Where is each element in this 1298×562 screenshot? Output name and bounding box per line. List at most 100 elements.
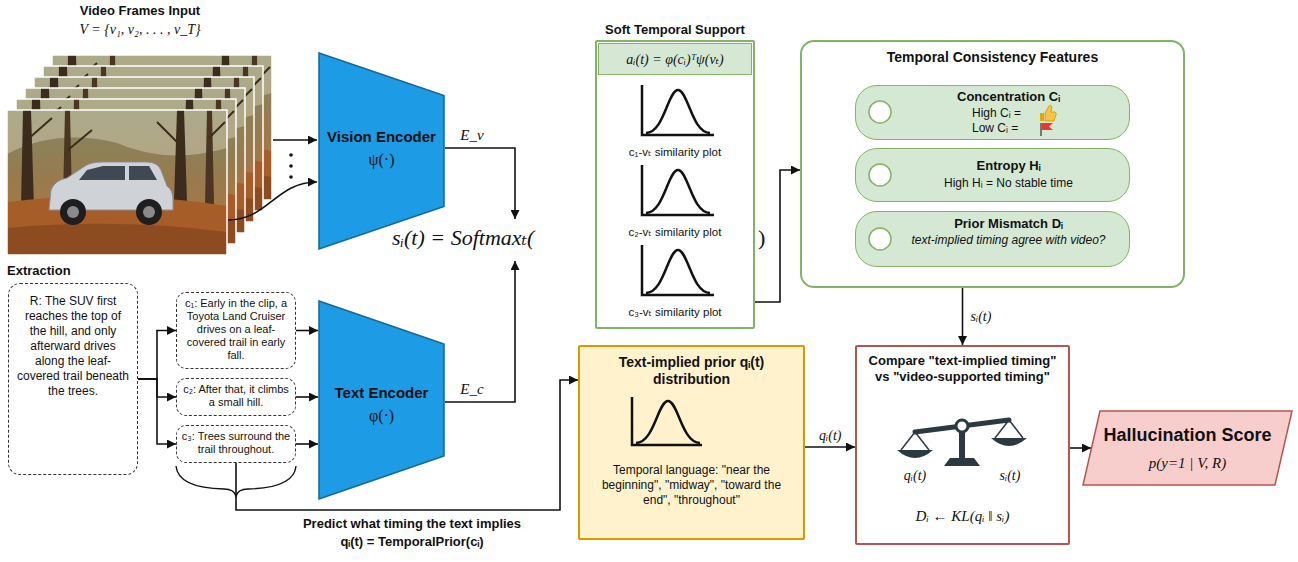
plot-axes	[642, 85, 714, 135]
math-label: V = {v₁, v₂, . . . , v_T}	[40, 21, 240, 38]
node-text: Hallucination Score	[1082, 424, 1293, 446]
node-text: High Hᵢ = No stable time	[901, 176, 1116, 191]
node-text: Soft Temporal Support	[565, 22, 785, 38]
connector	[296, 443, 318, 445]
red-flag-icon	[1041, 123, 1053, 136]
thumb-cuff	[1040, 113, 1044, 121]
node-text: Temporal language: "near the beginning",…	[588, 463, 795, 508]
node-text: R: The SUV first reaches the top of the …	[15, 294, 131, 399]
frame-arrow	[228, 182, 317, 220]
plot-axes	[642, 165, 714, 215]
embedding-arrow	[445, 148, 515, 219]
support-panel: Soft Temporal Supportc₁-vₜ similarity pl…	[595, 40, 755, 329]
status-circle	[869, 228, 891, 250]
dot	[289, 164, 293, 168]
edge-label: qᵢ(t)	[817, 427, 843, 444]
plot-axes	[642, 245, 714, 295]
scale-pan	[897, 450, 933, 458]
scale-base	[944, 458, 980, 466]
feature-panel: Temporal Consistency FeaturesConcentrati…	[800, 40, 1185, 288]
feature-pill: Prior Mismatch Dᵢtext-implied timing agr…	[855, 211, 1130, 267]
status-circle	[869, 101, 891, 123]
embedding-label: E_v	[452, 126, 492, 144]
node-text: c₂-vₜ similarity plot	[597, 225, 753, 239]
softmax-formula: sᵢ(t) = Softmaxₜ(	[392, 224, 592, 251]
connector	[138, 379, 176, 444]
node-text: Dᵢ ← KL(qᵢ ‖ sᵢ)	[857, 507, 1068, 525]
node-text: c₁: Early in the clip, a Toyota Land Cru…	[181, 297, 291, 362]
flag-cloth	[1042, 123, 1053, 130]
plot-axes	[632, 397, 702, 445]
bell-curve	[646, 170, 710, 213]
embedding-arrow	[445, 261, 515, 402]
node-text: φ(·)	[318, 406, 445, 426]
dot	[289, 153, 293, 157]
frame-arrow	[273, 139, 317, 141]
claim-box: c₂: After that, it climbs a small hill.	[176, 378, 296, 416]
status-circle	[869, 164, 891, 186]
dot	[289, 175, 293, 179]
node-text: ψ(·)	[318, 150, 445, 170]
balance-scale-icon	[897, 420, 1027, 466]
node-text: Low Cᵢ =	[972, 121, 1036, 136]
embedding-arrows	[445, 148, 515, 402]
thumb-hand	[1045, 105, 1056, 121]
scale-pan	[991, 438, 1027, 446]
node-text: c₃-vₜ similarity plot	[597, 305, 753, 319]
shape-outline	[1083, 411, 1292, 485]
compare-panel: Compare "text-implied timing" vs "video-…	[855, 345, 1070, 545]
encoder-trapezoid: Vision Encoder ψ(·)	[318, 52, 445, 250]
prior-plot	[632, 397, 702, 445]
softmax-paren: )	[758, 224, 774, 251]
node-text: High Cᵢ =	[972, 106, 1036, 121]
prior-formula: qᵢ(t) = TemporalPrior(cᵢ)	[262, 534, 562, 550]
node-text: Concentration Cᵢ	[901, 89, 1116, 105]
node-text: Text Encoder	[318, 384, 445, 402]
bell-curve	[646, 250, 710, 293]
claim-box: c₁: Early in the clip, a Toyota Land Cru…	[176, 292, 296, 369]
connector	[1070, 447, 1091, 449]
connector	[755, 170, 800, 302]
bell-curve	[636, 401, 700, 443]
connector	[296, 396, 318, 398]
thumbs-up-icon	[1040, 105, 1056, 121]
extraction-box: ExtractionR: The SUV first reaches the t…	[8, 283, 138, 475]
bell-curve	[646, 90, 710, 133]
scale-beam	[915, 420, 1009, 432]
flag-pole	[1040, 123, 1042, 136]
node-text: Vision Encoder	[318, 128, 445, 146]
node-text: c₂: After that, it climbs a small hill.	[181, 383, 291, 409]
node-text: Text-implied prior qᵢ(t) distribution	[588, 354, 795, 388]
pill-circles	[869, 101, 891, 250]
feature-pill: Entropy Hᵢ High Hᵢ = No stable time	[855, 148, 1130, 202]
scale-pivot	[956, 420, 968, 432]
figure-heading: Video Frames Input	[40, 3, 240, 19]
score-parallelogram: Hallucination Scorep(y=1 | V, R)	[1082, 410, 1293, 486]
similarity-plots	[642, 85, 714, 295]
node-text: Extraction	[7, 263, 147, 279]
claim-box: c₃: Trees surround the trail throughout.	[176, 425, 296, 463]
video-frames	[7, 55, 272, 255]
node-text: Entropy Hᵢ	[901, 158, 1116, 174]
node-text: c₃: Trees surround the trail throughout.	[181, 430, 291, 456]
frame-dots	[289, 153, 293, 179]
scale-strings	[901, 420, 1023, 450]
shape-outline	[319, 53, 444, 249]
node-text: text-implied timing agree with video?	[901, 233, 1116, 248]
node-text: Compare "text-implied timing" vs "video-…	[865, 353, 1060, 385]
formula-header: aᵢ(t) = φ(cᵢ)ᵀψ(vₜ)	[598, 43, 752, 75]
connector	[962, 288, 964, 345]
edge-label: sᵢ(t)	[969, 308, 994, 325]
video-frame	[7, 110, 227, 255]
parallelogram-outline	[1082, 410, 1293, 486]
prior-panel: Text-implied prior qᵢ(t) distributionTem…	[578, 345, 805, 540]
frame-arrows	[228, 140, 317, 220]
node-text: aᵢ(t) = φ(cᵢ)ᵀψ(vₜ)	[599, 51, 751, 68]
scale-post	[959, 424, 965, 460]
prior-caption: Predict what timing the text implies	[262, 516, 562, 532]
connector	[138, 331, 176, 380]
node-text: Temporal Consistency Features	[802, 49, 1183, 66]
feature-pill: Concentration CᵢHigh Cᵢ =Low Cᵢ =	[855, 85, 1130, 140]
node-text: Prior Mismatch Dᵢ	[901, 216, 1116, 232]
